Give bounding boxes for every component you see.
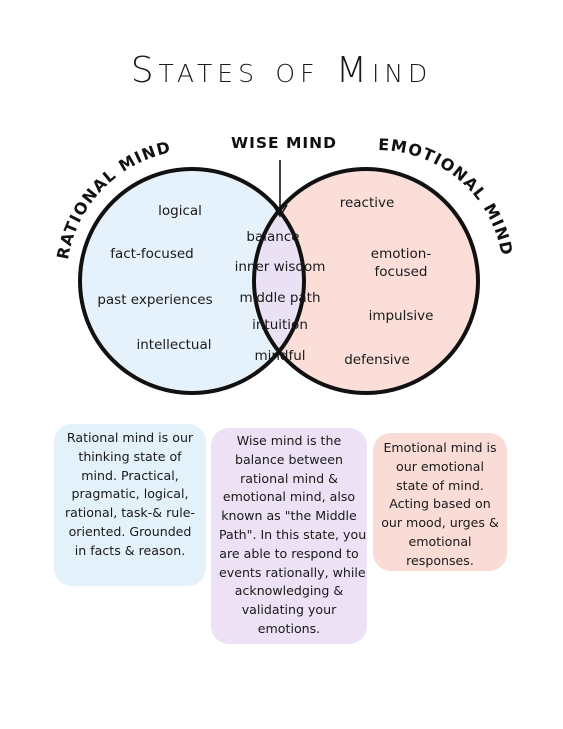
emotional-item-2: impulsive	[369, 308, 434, 324]
emotional-description-line: our mood, urges &	[381, 515, 499, 531]
wise-description-line: validating your	[241, 602, 337, 618]
emotional-item-0: reactive	[340, 195, 395, 211]
wise-item-3: intuition	[252, 317, 308, 333]
page-title: States of Mind	[130, 50, 433, 91]
wise-arrow-head	[272, 204, 288, 218]
wise-item-0: balance	[246, 229, 299, 245]
emotional-description-line: Emotional mind is	[383, 440, 497, 455]
rational-description-line: Rational mind is our	[66, 430, 194, 445]
wise-item-1: inner wisdom	[235, 259, 326, 275]
wise-description-line: emotions.	[257, 620, 321, 636]
wise-description-line: events rationally, while	[219, 564, 366, 580]
wise-description-line: rational mind &	[240, 470, 338, 486]
rational-description-card: Rational mind is our thinking state of min…	[54, 424, 206, 586]
wise-description-card: Wise mind is the balance between rational …	[211, 428, 367, 644]
wise-mind-label: WISE MIND	[231, 134, 337, 152]
wise-description-line: Path". In this state, you	[219, 526, 367, 542]
rational-description-line: oriented. Grounded	[68, 523, 192, 539]
rational-item-3: intellectual	[136, 337, 211, 353]
wise-items: balance inner wisdom middle path intuition m…	[235, 229, 326, 364]
emotional-item-3: defensive	[344, 352, 410, 368]
wise-description-line: acknowledging &	[234, 583, 344, 599]
emotional-description-line: responses.	[406, 552, 474, 568]
wise-item-2: middle path	[239, 290, 320, 306]
rational-description-line: in facts & reason.	[74, 542, 186, 558]
rational-items: logical fact-focused past experiences intel…	[97, 203, 212, 353]
rational-description-line: thinking state of	[78, 448, 182, 464]
wise-description-line: are able to respond to	[219, 545, 359, 561]
wise-description-line: balance between	[234, 451, 344, 467]
emotional-items: reactive emotion-focused impulsive defensiv…	[340, 195, 434, 368]
rational-description-line: rational, task-& rule-	[64, 505, 196, 521]
emotional-outline	[252, 167, 480, 395]
wise-description-line: emotional mind, also	[222, 489, 356, 505]
emotional-description-line: state of mind.	[396, 477, 484, 493]
rational-item-1: fact-focused	[110, 246, 194, 262]
wise-description-line: Wise mind is the	[236, 433, 342, 448]
wise-item-4: mindful	[254, 348, 305, 364]
emotional-description-card: Emotional mind is our emotional state of m…	[373, 433, 507, 571]
rational-item-0: logical	[158, 203, 202, 219]
emotional-description-line: our emotional	[396, 458, 484, 474]
rational-description-line: pragmatic, logical,	[71, 486, 189, 502]
emotional-circle	[254, 169, 478, 393]
rational-item-2: past experiences	[97, 292, 212, 308]
rational-outline	[78, 167, 306, 395]
rational-description-line: mind. Practical,	[81, 467, 179, 483]
rational-circle	[80, 169, 304, 393]
wise-description-line: known as "the Middle	[221, 508, 357, 524]
emotional-description-line: Acting based on	[389, 496, 491, 512]
emotional-description-line: emotional	[408, 533, 472, 549]
emotional-item-1: emotion-focused	[371, 246, 432, 280]
